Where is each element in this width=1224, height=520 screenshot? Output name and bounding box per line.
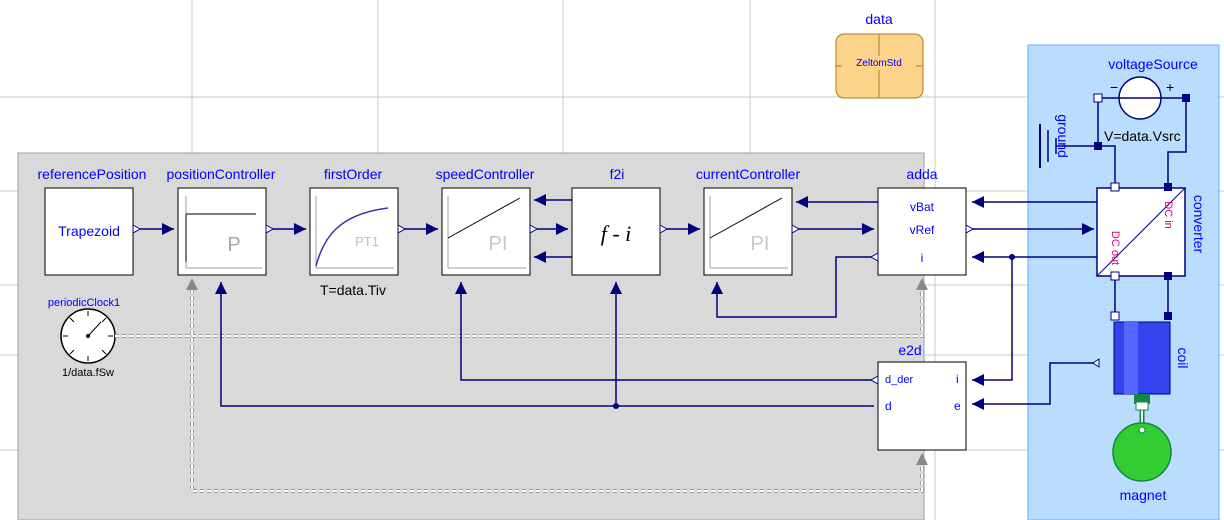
speed-controller-block[interactable]: PI [441, 187, 531, 276]
speed-controller-label: speedController [436, 166, 535, 182]
voltage-source-block[interactable]: − + V=data.Vsrc [1093, 76, 1190, 144]
data-label: data [865, 11, 892, 27]
first-order-label: firstOrder [324, 166, 383, 182]
data-text: ZeltomStd [856, 58, 902, 69]
current-controller-text: PI [751, 233, 770, 255]
e2d-port-d: d [885, 399, 892, 413]
wire-neg [1097, 102, 1116, 188]
periodic-clock-label: periodicClock1 [48, 297, 120, 309]
clock-connections [115, 278, 928, 493]
position-controller-text: P [227, 234, 240, 256]
wire-pos [1167, 102, 1187, 188]
reference-position-block[interactable]: Trapezoid [44, 187, 134, 276]
e2d-port-d-der: d_der [885, 374, 913, 386]
periodic-clock-block[interactable]: 1/data.fSw [60, 308, 116, 379]
f2i-text: f - i [601, 221, 632, 246]
ground-block[interactable] [1039, 124, 1098, 168]
e2d-block[interactable]: d_der d i e [877, 361, 967, 451]
voltage-source-label: voltageSource [1108, 56, 1198, 72]
converter-dc-in: DC in [1162, 201, 1174, 229]
e2d-label: e2d [898, 342, 921, 358]
ground-label: ground [1055, 114, 1071, 158]
data-record[interactable]: ZeltomStd [835, 33, 924, 99]
magnet-block[interactable] [1112, 401, 1172, 482]
f2i-label: f2i [610, 166, 625, 182]
periodic-clock-param: 1/data.fSw [62, 367, 114, 379]
coil-label: coil [1175, 347, 1191, 368]
speed-controller-text: PI [489, 233, 508, 255]
ground-node [1094, 142, 1102, 150]
adda-block[interactable]: vBat vRef i [877, 187, 967, 276]
voltage-source-param: V=data.Vsrc [1104, 128, 1181, 144]
converter-block[interactable]: DC in DC out [1096, 182, 1186, 281]
e2d-port-e: e [954, 399, 961, 413]
e2d-port-i: i [956, 372, 959, 386]
first-order-block[interactable]: PT1 T=data.Tiv [309, 187, 399, 298]
voltage-source-minus: − [1110, 79, 1118, 95]
converter-label: converter [1191, 195, 1207, 254]
current-controller-block[interactable]: PI [703, 187, 793, 276]
current-controller-label: currentController [696, 166, 801, 182]
port-markers [132, 224, 975, 385]
position-controller-label: positionController [167, 166, 276, 182]
converter-dc-out: DC out [1109, 231, 1121, 265]
reference-position-text: Trapezoid [58, 223, 120, 239]
voltage-source-plus: + [1166, 79, 1174, 95]
first-order-param: T=data.Tiv [320, 282, 386, 298]
signal-connections [140, 194, 1098, 410]
magnet-label: magnet [1120, 487, 1167, 503]
adda-label: adda [906, 166, 937, 182]
reference-position-label: referencePosition [38, 166, 147, 182]
position-controller-block[interactable]: P [177, 187, 267, 276]
adda-port-vbat: vBat [910, 200, 935, 214]
coil-block[interactable] [1092, 311, 1172, 404]
adda-port-i: i [921, 251, 924, 265]
f2i-block[interactable]: f - i [571, 187, 661, 276]
adda-port-vref: vRef [910, 223, 935, 237]
first-order-text: PT1 [355, 234, 379, 249]
